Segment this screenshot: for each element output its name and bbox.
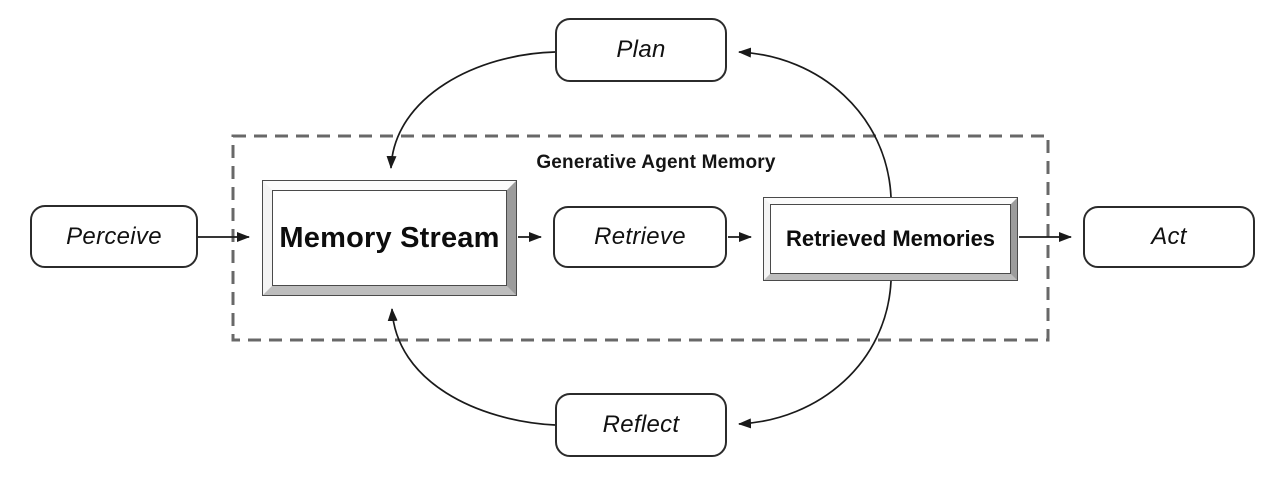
node-retrieve: Retrieve [553, 206, 727, 268]
node-perceive-label: Perceive [66, 222, 162, 250]
retrieved-memories-frame: Retrieved Memories [764, 198, 1017, 280]
arrow-retrieved-memories-to-plan [738, 47, 892, 198]
arrow-retrieved-memories-to-reflect [738, 280, 892, 429]
node-act-label: Act [1151, 223, 1187, 250]
node-reflect: Reflect [555, 393, 727, 457]
memory-stream-frame: Memory Stream [263, 181, 516, 295]
node-plan: Plan [555, 18, 727, 82]
arrow-reflect-to-memory-stream [387, 308, 556, 426]
arrow-plan-to-memory-stream [386, 51, 556, 169]
memory-group-dashed-border [231, 134, 1050, 342]
node-reflect-label: Reflect [602, 411, 680, 438]
memory-group-title: Generative Agent Memory [536, 152, 776, 173]
node-perceive: Perceive [30, 205, 198, 268]
memory-stream-label: Memory Stream [272, 190, 507, 286]
node-act: Act [1083, 206, 1255, 268]
node-retrieve-label: Retrieve [594, 223, 686, 250]
node-retrieved-memories: Retrieved Memories [763, 197, 1018, 281]
node-plan-label: Plan [616, 36, 666, 63]
node-memory-stream: Memory Stream [262, 180, 517, 296]
retrieved-memories-label: Retrieved Memories [770, 204, 1011, 274]
